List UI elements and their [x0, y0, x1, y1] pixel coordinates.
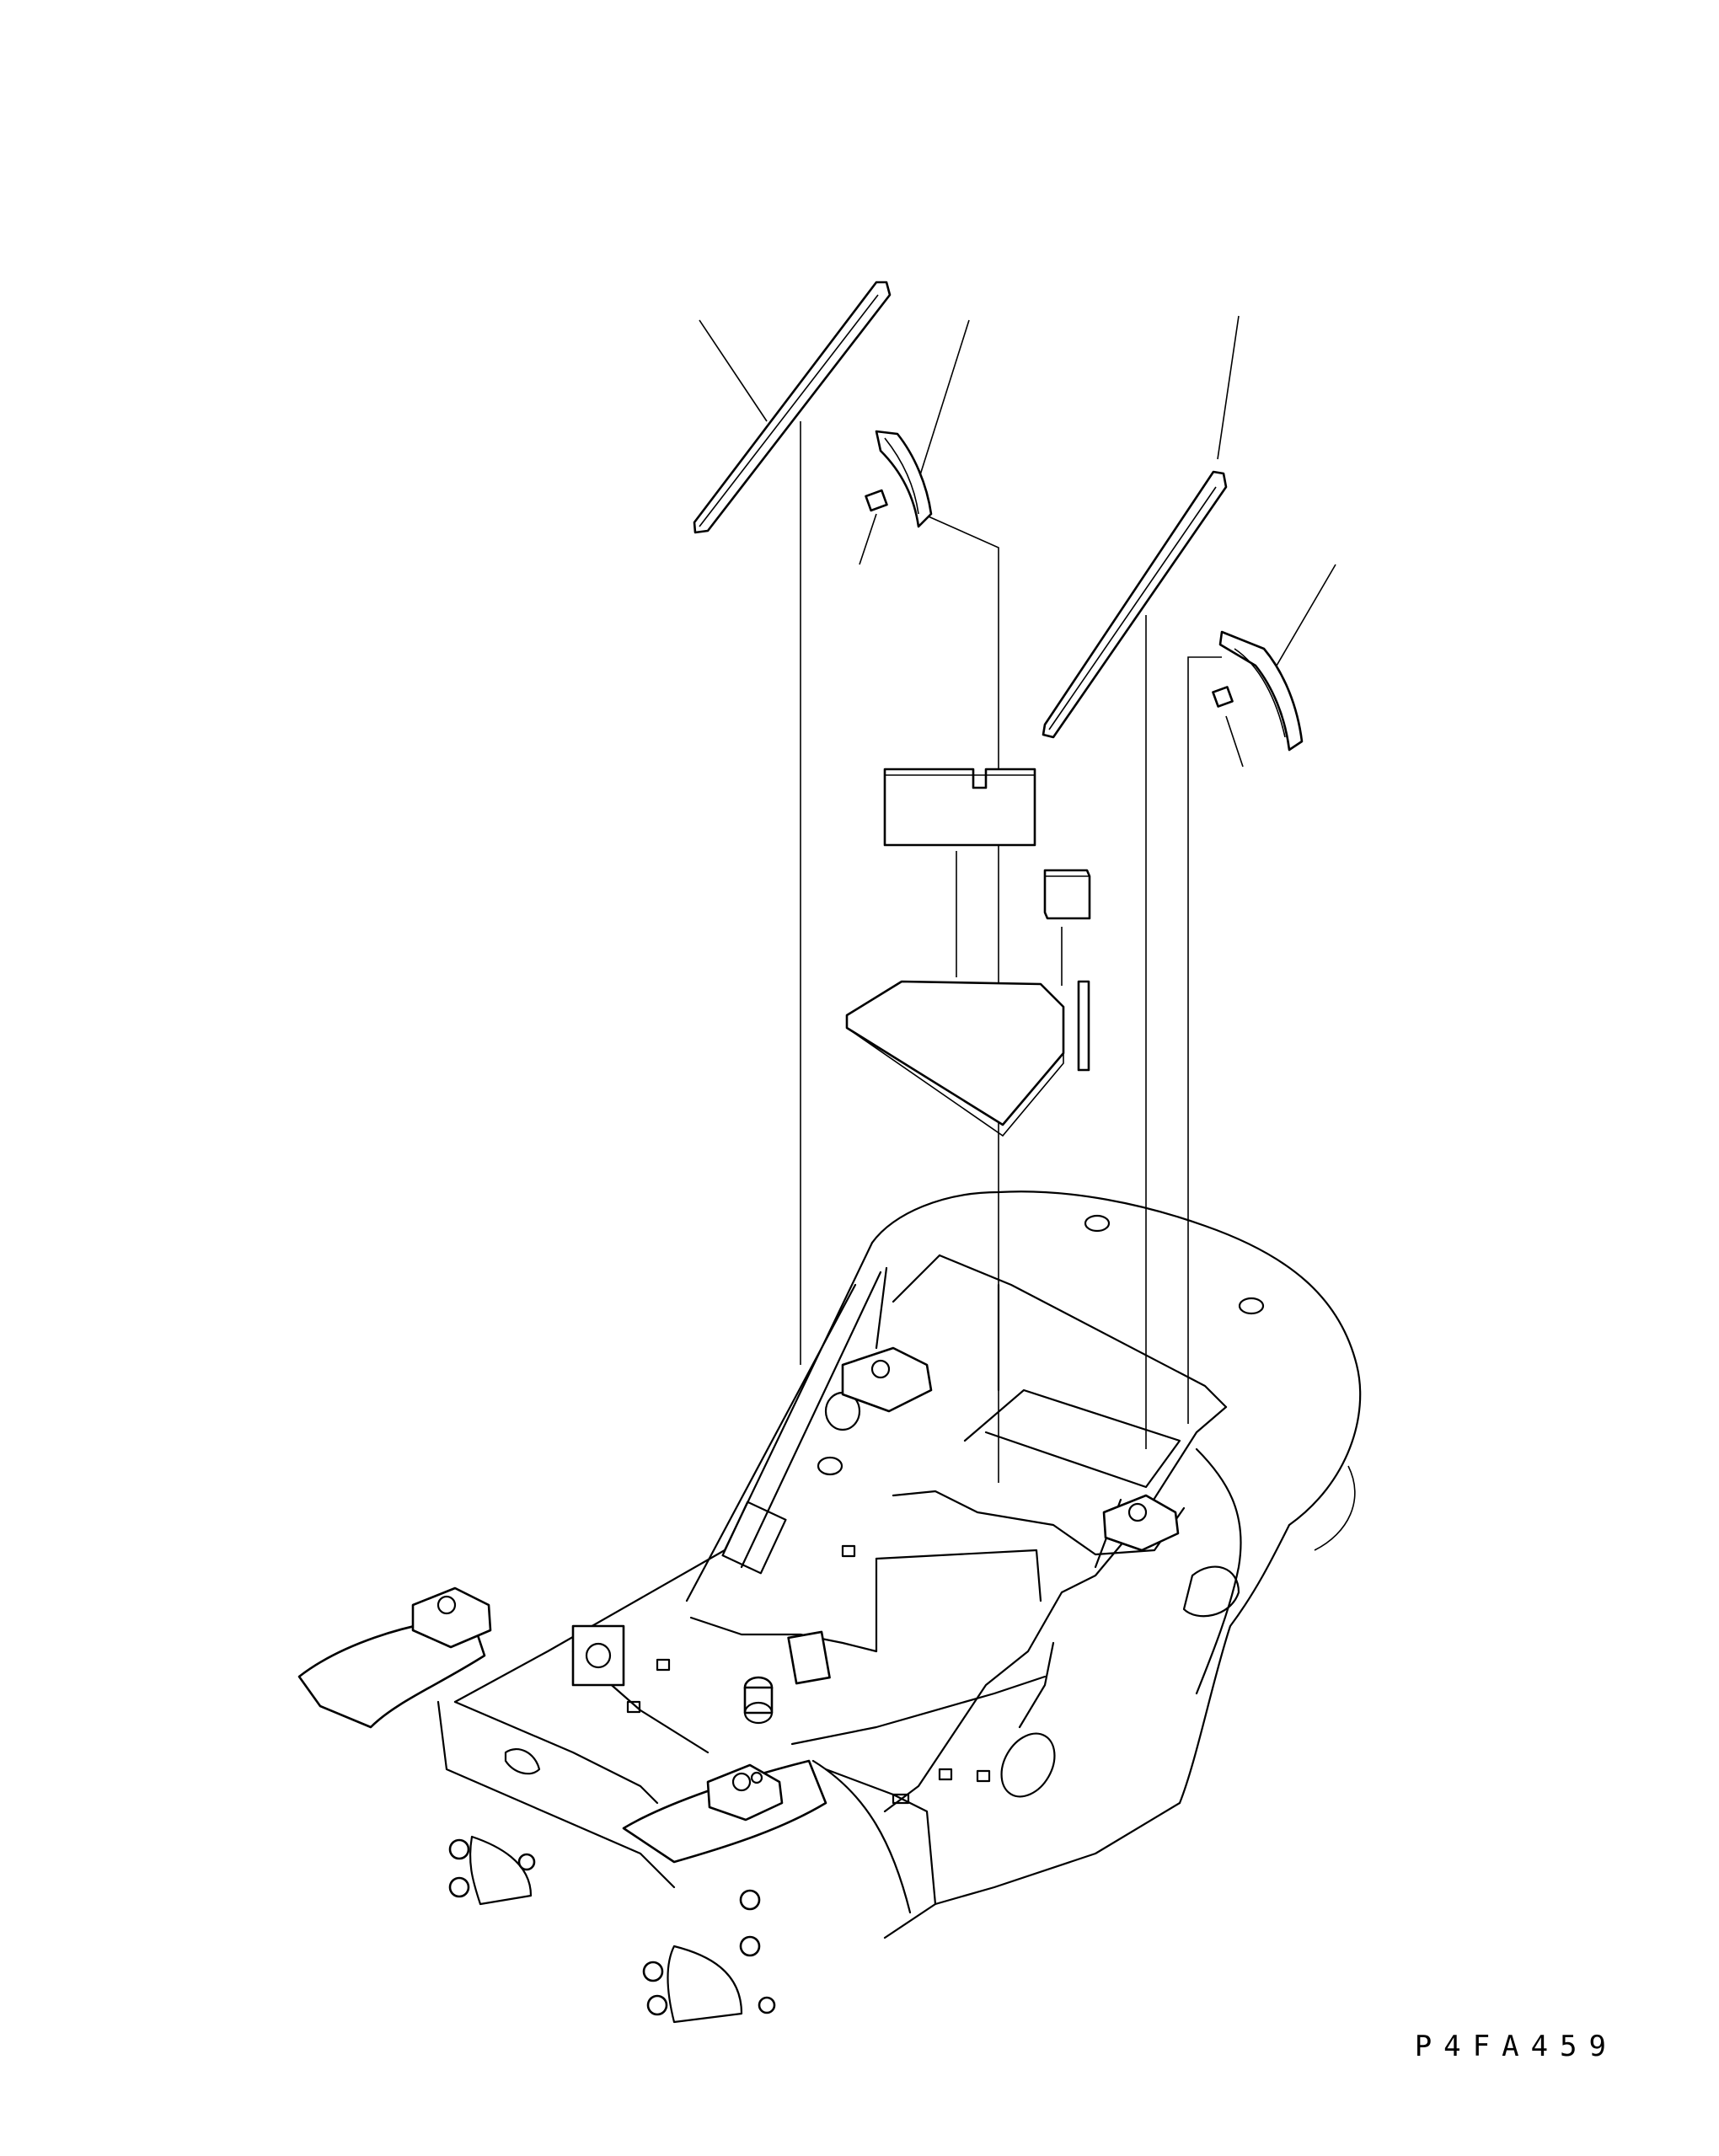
leader-line-long-strip-left	[699, 319, 768, 422]
floor-plate	[845, 980, 1090, 1137]
arc-trim-piece-right	[1212, 630, 1304, 752]
assembly-lines	[800, 421, 1222, 1483]
drawing-code: P4FA459	[1414, 2030, 1618, 2063]
leader-line-clip-left	[859, 513, 877, 565]
arc-trim-piece-left	[865, 430, 933, 528]
long-seal-strip-left	[693, 281, 892, 534]
assembly-line-trim-left	[922, 513, 999, 1483]
leader-line-long-strip-right	[1217, 315, 1240, 460]
leader-lines	[699, 315, 1336, 768]
revolving-frame	[297, 1190, 1362, 2024]
leader-line-arc-trim-left	[918, 319, 970, 481]
engine-mount-front-left	[411, 1586, 492, 1649]
long-seal-strip-right	[1042, 470, 1228, 739]
leader-line-clip-right	[1225, 715, 1244, 768]
small-pad	[1043, 869, 1091, 920]
assembly-line-trim-right	[1187, 656, 1222, 1424]
mounting-bolts	[448, 1838, 776, 2016]
engine-mount-rear-right	[1102, 1494, 1180, 1552]
notched-cover-panel	[883, 768, 1036, 847]
engine-mount-rear-left	[841, 1346, 933, 1413]
leader-line-arc-trim-right	[1276, 564, 1336, 666]
bracket-center	[787, 1630, 831, 1685]
bracket-left	[571, 1624, 625, 1687]
engine-mount-front-right	[706, 1763, 784, 1822]
